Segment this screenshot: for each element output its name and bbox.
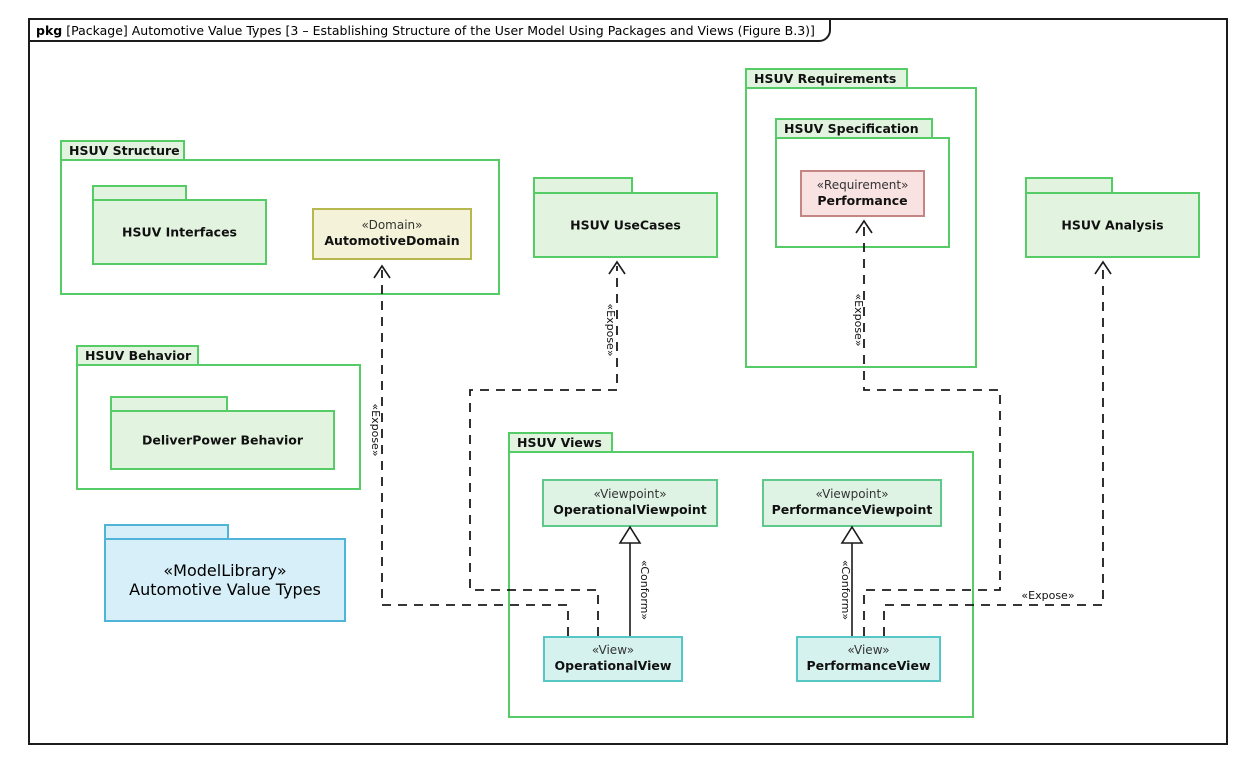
package-deliverpower-behavior-label: DeliverPower Behavior [141, 432, 304, 448]
package-hsuv-analysis-body: HSUV Analysis [1025, 192, 1200, 258]
viewpoint-operational-stereotype: «Viewpoint» [593, 487, 667, 502]
package-hsuv-structure-tab: HSUV Structure [60, 140, 185, 161]
package-automotive-value-types[interactable]: «ModelLibrary» Automotive Value Types [104, 524, 346, 622]
package-hsuv-structure-label: HSUV Structure [69, 143, 180, 158]
package-automotive-value-types-tab [104, 524, 229, 540]
package-hsuv-views-label: HSUV Views [517, 435, 602, 450]
package-deliverpower-behavior[interactable]: DeliverPower Behavior [110, 396, 335, 470]
frame-keyword: pkg [36, 22, 63, 38]
block-automotive-domain[interactable]: «Domain» AutomotiveDomain [312, 208, 472, 260]
view-performance-stereotype: «View» [847, 643, 890, 658]
package-hsuv-specification-label: HSUV Specification [784, 121, 919, 136]
view-performance-name: PerformanceView [806, 658, 931, 674]
package-deliverpower-behavior-body: DeliverPower Behavior [110, 410, 335, 470]
package-hsuv-usecases-label: HSUV UseCases [570, 217, 681, 233]
package-hsuv-behavior-tab: HSUV Behavior [76, 345, 199, 366]
viewpoint-operational-name: OperationalViewpoint [553, 502, 707, 518]
frame-title: [Package] Automotive Value Types [3 – Es… [66, 22, 815, 38]
viewpoint-performance-name: PerformanceViewpoint [771, 502, 933, 518]
package-hsuv-interfaces-body: HSUV Interfaces [92, 199, 267, 265]
block-automotive-domain-name: AutomotiveDomain [324, 233, 460, 249]
view-operational[interactable]: «View» OperationalView [543, 636, 683, 682]
viewpoint-performance-stereotype: «Viewpoint» [815, 487, 889, 502]
block-automotive-domain-stereotype: «Domain» [361, 218, 423, 233]
package-hsuv-analysis-label: HSUV Analysis [1061, 217, 1164, 233]
package-deliverpower-behavior-tab [110, 396, 228, 412]
view-operational-stereotype: «View» [591, 643, 635, 658]
package-hsuv-views-tab: HSUV Views [508, 432, 613, 453]
package-hsuv-analysis-tab [1025, 177, 1113, 194]
package-hsuv-requirements-tab: HSUV Requirements [745, 68, 908, 89]
viewpoint-operational[interactable]: «Viewpoint» OperationalViewpoint [542, 479, 718, 527]
package-hsuv-interfaces-label: HSUV Interfaces [121, 224, 237, 240]
package-hsuv-requirements-label: HSUV Requirements [754, 71, 897, 86]
package-automotive-value-types-stereotype: «ModelLibrary» [163, 561, 287, 580]
view-performance[interactable]: «View» PerformanceView [796, 636, 941, 682]
package-hsuv-usecases-tab [533, 177, 633, 194]
package-hsuv-analysis[interactable]: HSUV Analysis [1025, 177, 1200, 258]
package-hsuv-behavior-label: HSUV Behavior [85, 348, 192, 363]
viewpoint-performance[interactable]: «Viewpoint» PerformanceViewpoint [762, 479, 942, 527]
package-hsuv-specification-tab: HSUV Specification [775, 118, 933, 139]
requirement-performance[interactable]: «Requirement» Performance [800, 170, 925, 217]
package-hsuv-interfaces-tab [92, 185, 187, 201]
view-operational-name: OperationalView [554, 658, 672, 674]
diagram-frame-header: pkg [Package] Automotive Value Types [3 … [28, 18, 831, 42]
requirement-performance-stereotype: «Requirement» [816, 177, 909, 192]
package-automotive-value-types-label: Automotive Value Types [129, 580, 321, 599]
requirement-performance-name: Performance [817, 192, 908, 208]
package-hsuv-interfaces[interactable]: HSUV Interfaces [92, 185, 267, 265]
package-automotive-value-types-body: «ModelLibrary» Automotive Value Types [104, 538, 346, 622]
package-hsuv-usecases[interactable]: HSUV UseCases [533, 177, 718, 258]
package-hsuv-usecases-body: HSUV UseCases [533, 192, 718, 258]
